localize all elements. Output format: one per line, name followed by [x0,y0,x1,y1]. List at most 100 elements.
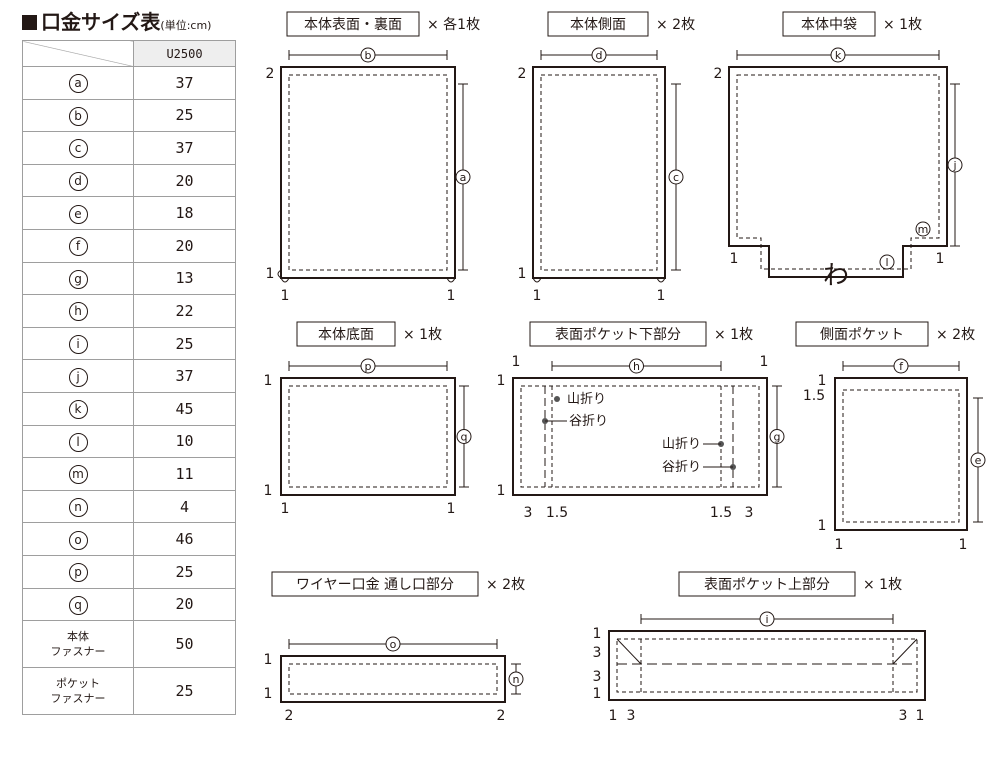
dimension-label: c [68,139,88,159]
seam-allowance-label: 1 [447,288,456,304]
seam-allowance-label: 3 [524,505,533,521]
seam-line [736,74,940,270]
dimension-marker-icon [769,429,785,444]
zipper-value: 50 [133,620,236,669]
zipper-label-line2: ファスナー [50,692,106,706]
outer-cut-line [512,377,768,496]
fold-point-icon [554,396,560,402]
outer-cut-line [608,630,926,701]
dimension-label: j [68,367,88,387]
side-count: × 2枚 [656,17,695,33]
mountain-fold-label: 山折り [662,437,701,452]
seam-allowance-label: 2 [266,66,275,82]
dimension-marker-label: n [513,673,520,686]
dimension-value: 20 [133,228,236,263]
dimension-marker-label: f [899,360,904,373]
seam-allowance-label: 1 [916,708,925,724]
diagonal-line [892,638,918,665]
dimension-marker-icon [830,47,846,63]
dimension-label: l [68,432,88,452]
valley-fold-label: 谷折り [569,414,608,429]
zipper-value: 25 [133,667,236,716]
dimension-marker-icon [879,254,895,270]
unit-label: (単位:cm) [160,19,212,32]
dimension-label: i [68,335,88,355]
diagonal-line [616,638,642,665]
seam-allowance-label: 1 [518,266,527,282]
dimension-value: 25 [133,98,236,133]
seam-allowance-label: 2 [497,708,506,724]
seam-allowance-label: 1 [281,501,290,517]
zipper-label-cell: 本体ファスナー [22,620,134,669]
seam-allowance-label: 1.5 [803,388,825,404]
bottom-title-box [296,321,396,347]
dimension-label: g [68,269,88,289]
zipper-label-line1: 本体 [67,629,89,643]
dimension-label: d [68,172,88,192]
seam-allowance-label: 3 [745,505,754,521]
seam-line [288,74,448,271]
dimension-value: 25 [133,554,236,589]
wire-frame-title: ワイヤー口金 通し口部分 [296,577,454,593]
dimension-marker-icon [970,452,986,468]
seam-allowance-label: 1 [281,288,290,304]
front-back-title-box [286,11,420,37]
seam-line [288,663,498,695]
seam-allowance-label: 3 [593,669,602,685]
inner-bag-title: 本体中袋 [801,17,857,33]
dimension-marker-icon [455,169,471,185]
dimension-marker-icon [915,221,931,237]
pocket-upper-title-box [678,571,856,597]
zipper-label-line1: ポケット [56,676,100,690]
dimension-label: f [68,237,88,257]
seam-line [288,385,448,488]
dimension-label-cell: d [22,163,134,198]
seam-allowance-label: 2 [518,66,527,82]
outer-cut-line [280,377,456,496]
seam-allowance-label: 1 [760,354,769,370]
inner-bag-outline [728,66,948,278]
dimension-label: q [68,595,88,615]
seam-allowance-label: 1 [447,501,456,517]
dimension-value: 18 [133,196,236,230]
seam-allowance-label: 1 [818,518,827,534]
dimension-label-cell: o [22,522,134,556]
dimension-label: p [68,563,88,583]
pocket-lower-count: × 1枚 [714,327,753,343]
pocket-upper-title: 表面ポケット上部分 [704,577,830,593]
dimension-marker-icon [947,157,963,173]
seam-bracket [280,277,290,283]
zipper-label-cell: ポケットファスナー [22,667,134,716]
seam-allowance-label: 1.5 [710,505,732,521]
dimension-label-cell: m [22,457,134,491]
seam-allowance-label: 1 [835,537,844,553]
dimension-marker-label: j [952,159,956,172]
dimension-label: a [68,74,88,94]
inner-bag-count: × 1枚 [883,17,922,33]
dimension-value: 25 [133,326,236,361]
dimension-marker-label: h [633,360,640,373]
dimension-marker-icon [385,636,401,652]
dimension-marker-label: m [918,223,929,236]
seam-allowance-label: 1 [657,288,666,304]
seam-allowance-label: 2 [285,708,294,724]
front-back-count: × 各1枚 [427,17,480,33]
seam-allowance-label: 1 [609,708,618,724]
model-header: U2500 [133,40,236,67]
valley-fold-label: 谷折り [662,460,701,475]
wire-frame-count: × 2枚 [486,577,525,593]
pocket-upper-count: × 1枚 [863,577,902,593]
dimension-marker-label: p [365,360,372,373]
dimension-marker-icon [456,429,472,444]
seam-allowance-label: 1 [533,288,542,304]
dimension-value: 22 [133,294,236,328]
fold-mark: わ [823,261,849,291]
